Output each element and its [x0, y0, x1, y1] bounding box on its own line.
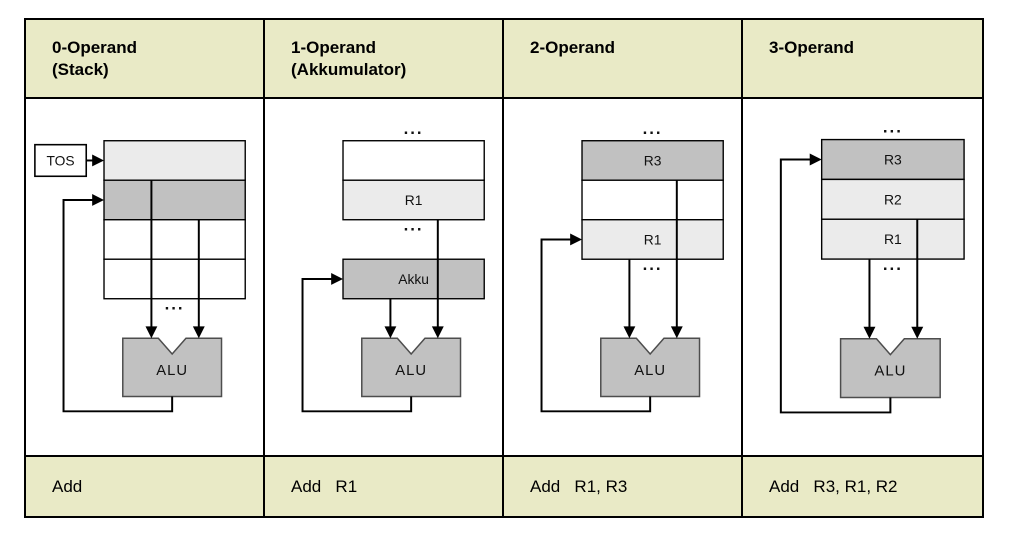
svg-text:R2: R2 — [884, 191, 902, 207]
svg-text:...: ... — [643, 119, 663, 138]
svg-text:R1: R1 — [644, 231, 662, 247]
instruction-example-3-operand: Add R3, R1, R2 — [743, 455, 982, 516]
svg-text:...: ... — [883, 255, 903, 274]
svg-text:TOS: TOS — [46, 152, 74, 168]
isa-operand-comparison-table: 0-Operand (Stack) 1-Operand (Akkumulator… — [24, 18, 984, 518]
instruction-example-akkumulator: Add R1 — [265, 455, 504, 516]
svg-text:ALU: ALU — [874, 363, 906, 380]
svg-text:R3: R3 — [884, 151, 902, 167]
diagram-stack-architecture: ... ALU TOS — [26, 99, 265, 455]
svg-text:Akku: Akku — [398, 271, 429, 287]
svg-text:...: ... — [404, 119, 424, 138]
svg-text:...: ... — [404, 216, 424, 235]
svg-text:...: ... — [165, 295, 185, 314]
svg-text:ALU: ALU — [156, 363, 188, 379]
svg-text:R3: R3 — [644, 152, 662, 168]
svg-text:...: ... — [643, 255, 663, 274]
header-0-operand-stack: 0-Operand (Stack) — [26, 20, 265, 99]
header-2-operand: 2-Operand — [504, 20, 743, 99]
header-3-operand: 3-Operand — [743, 20, 982, 99]
instruction-example-2-operand: Add R1, R3 — [504, 455, 743, 516]
svg-text:R1: R1 — [405, 192, 423, 208]
instruction-example-stack: Add — [26, 455, 265, 516]
svg-text:...: ... — [883, 118, 903, 137]
svg-text:R1: R1 — [884, 231, 902, 247]
stack-alu-diagram: ... ALU TOS — [34, 140, 246, 413]
table-grid: 0-Operand (Stack) 1-Operand (Akkumulator… — [26, 20, 982, 516]
svg-text:ALU: ALU — [634, 363, 666, 379]
svg-text:ALU: ALU — [395, 363, 427, 379]
header-1-operand-akkumulator: 1-Operand (Akkumulator) — [265, 20, 504, 99]
